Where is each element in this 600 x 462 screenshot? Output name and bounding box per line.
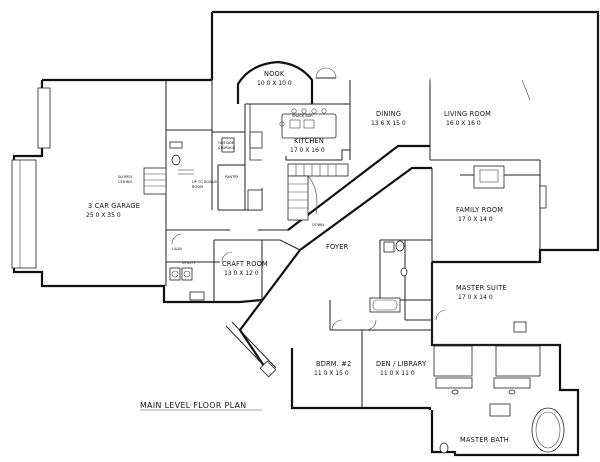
note-ceiling: CEILING bbox=[118, 180, 133, 184]
doors-windows bbox=[11, 67, 547, 378]
plan-title: MAIN LEVEL FLOOR PLAN bbox=[140, 401, 247, 410]
room-labels: NOOK 10 0 X 10 0 DINING 13 6 X 15 0 LIVI… bbox=[86, 70, 509, 444]
note-down: DOWN bbox=[312, 223, 324, 227]
note-sloped: SLOPED bbox=[118, 175, 132, 179]
room-size: 11 0 X 11 0 bbox=[380, 370, 415, 377]
room-name: DEN / LIBRARY bbox=[376, 360, 427, 368]
bath-fixtures bbox=[169, 141, 565, 454]
note-laun: LAUN bbox=[172, 247, 182, 251]
room-size: 17 0 X 14 0 bbox=[458, 294, 493, 301]
note-utility: UTILITY bbox=[182, 261, 196, 265]
room-size: 17 0 X 14 0 bbox=[458, 216, 493, 223]
note-storage: STORAGE bbox=[218, 146, 236, 150]
room-name: FOYER bbox=[326, 243, 349, 251]
room-name: BDRM. #2 bbox=[316, 360, 351, 368]
note-snack: SNACK BAR bbox=[292, 114, 313, 118]
exterior-walls bbox=[12, 10, 600, 457]
room-name: FAMILY ROOM bbox=[456, 206, 503, 214]
room-size: 10 0 X 10 0 bbox=[257, 80, 292, 87]
room-name: 3 CAR GARAGE bbox=[88, 202, 140, 210]
kitchen-fixtures bbox=[221, 104, 350, 211]
room-name: LIVING ROOM bbox=[444, 110, 491, 118]
room-size: 17 0 X 16 0 bbox=[290, 147, 325, 154]
room-name: DINING bbox=[376, 110, 401, 118]
room-size: 13 0 X 12 0 bbox=[224, 270, 259, 277]
room-size: 16 0 X 16 0 bbox=[446, 120, 481, 127]
room-name: CRAFT ROOM bbox=[222, 260, 268, 268]
room-size: 25 0 X 35 0 bbox=[86, 212, 121, 219]
note-pantry: PANTRY bbox=[225, 175, 240, 179]
room-name: MASTER SUITE bbox=[456, 284, 507, 292]
note-room: ROOM bbox=[192, 185, 203, 189]
room-size: 13 6 X 15 0 bbox=[371, 120, 406, 127]
room-name: MASTER BATH bbox=[460, 436, 509, 444]
stairs bbox=[143, 163, 349, 221]
note-outside: OUTSIDE bbox=[218, 141, 235, 145]
note-bonus: UP TO BONUS bbox=[192, 180, 218, 184]
room-name: KITCHEN bbox=[294, 137, 324, 145]
room-size: 11 0 X 15 0 bbox=[314, 370, 349, 377]
room-name: NOOK bbox=[264, 70, 285, 78]
plan-notes: OUTSIDE STORAGE PANTRY SLOPED CEILING UP… bbox=[118, 114, 324, 265]
